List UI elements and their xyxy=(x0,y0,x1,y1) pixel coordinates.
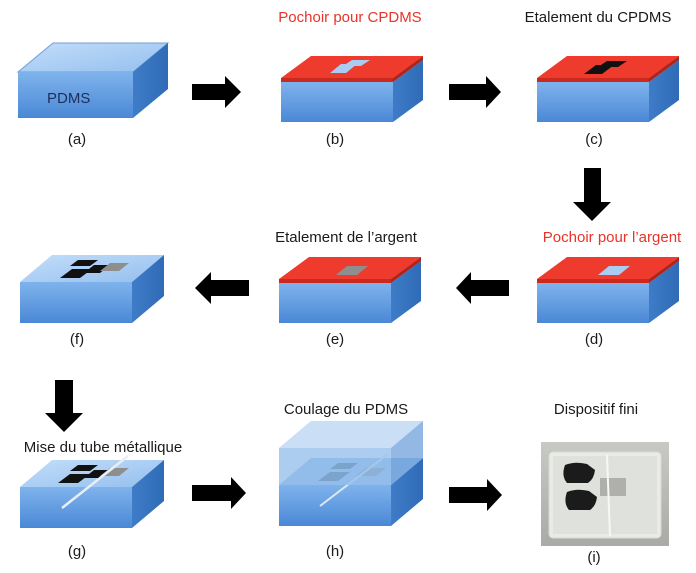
step-f-patterned-block xyxy=(20,255,164,323)
step-d-silver-stencil-block xyxy=(537,257,679,323)
step-g-title: Mise du tube métallique xyxy=(23,439,183,456)
step-g-letter: (g) xyxy=(67,543,87,560)
step-h-letter: (h) xyxy=(325,543,345,560)
arrow-e-to-f xyxy=(195,272,249,304)
pdms-block-label: PDMS xyxy=(47,90,91,107)
step-a-letter: (a) xyxy=(67,131,87,148)
step-b-title: Pochoir pour CPDMS xyxy=(278,9,422,26)
step-g-tube-block xyxy=(20,455,164,528)
step-d-letter: (d) xyxy=(584,331,604,348)
arrow-d-to-e xyxy=(456,272,509,304)
step-e-silver-block xyxy=(279,257,421,323)
arrow-c-to-d xyxy=(573,168,611,221)
metal-tube xyxy=(61,455,129,509)
step-c-cpdms-block xyxy=(537,56,679,122)
arrows xyxy=(45,76,611,511)
arrow-a-to-b xyxy=(192,76,241,108)
arrow-f-to-g xyxy=(45,380,83,432)
arrow-g-to-h xyxy=(192,477,246,509)
arrow-h-to-i xyxy=(449,479,502,511)
step-d-title: Pochoir pour l’argent xyxy=(542,229,682,246)
step-i-letter: (i) xyxy=(587,549,601,566)
step-b-stencil-block xyxy=(281,56,423,122)
step-h-cast-block xyxy=(279,421,423,526)
step-c-letter: (c) xyxy=(585,131,603,148)
step-h-title: Coulage du PDMS xyxy=(283,401,409,418)
step-e-letter: (e) xyxy=(325,331,345,348)
step-e-title: Etalement de l’argent xyxy=(275,229,417,246)
step-a-pdms-block xyxy=(16,42,170,118)
step-i-device-photo xyxy=(541,442,669,546)
step-b-letter: (b) xyxy=(325,131,345,148)
step-i-title: Dispositif fini xyxy=(553,401,639,418)
step-f-letter: (f) xyxy=(69,331,85,348)
step-c-title: Etalement du CPDMS xyxy=(524,9,672,26)
arrow-b-to-c xyxy=(449,76,501,108)
